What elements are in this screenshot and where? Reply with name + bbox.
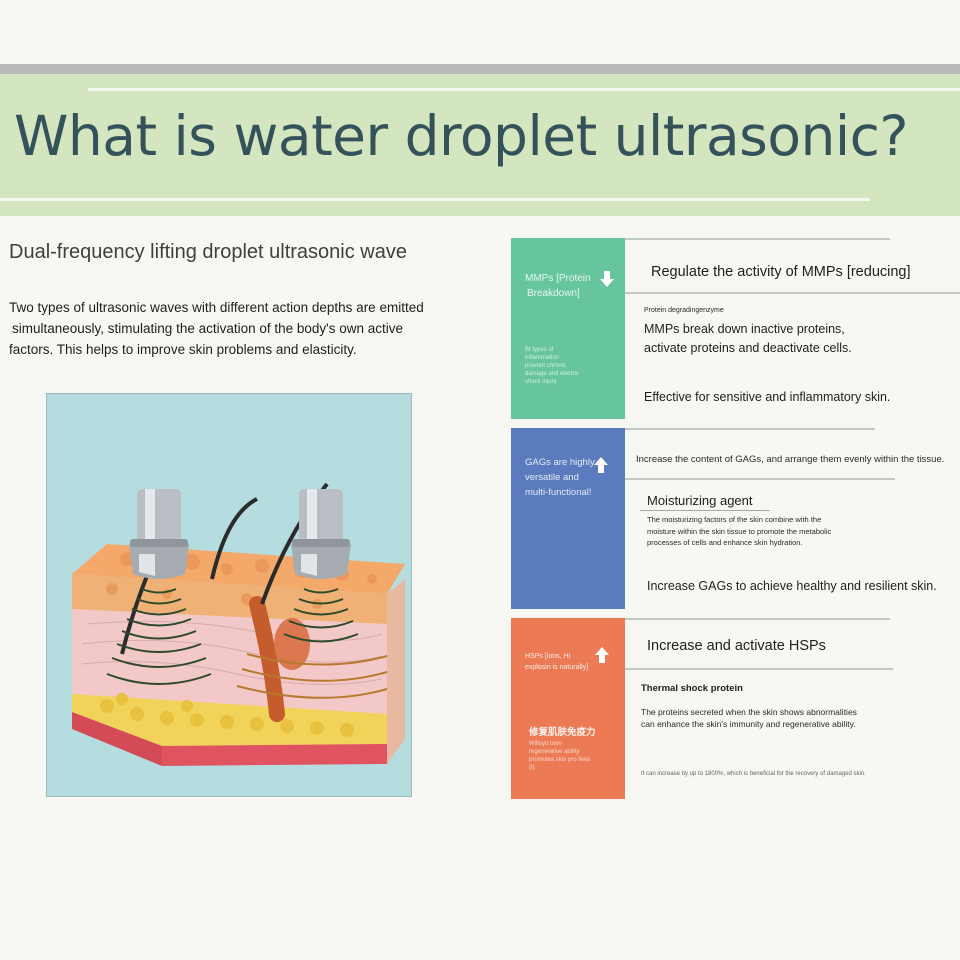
intro-line: Two types of ultrasonic waves with diffe… <box>9 300 424 315</box>
divider <box>625 292 960 294</box>
arrow-up-icon <box>594 457 608 473</box>
hsps-body: The proteins secreted when the skin show… <box>641 707 857 729</box>
hsps-subheading: Thermal shock protein <box>641 683 743 694</box>
skin-diagram <box>72 482 405 766</box>
divider <box>625 428 875 430</box>
mmps-panel: MMPs [Protein Breakdown] Bt types of inf… <box>511 238 625 419</box>
gags-panel: GAGs are highly versatile and multi-func… <box>511 428 625 609</box>
panel-label: GAGs are highly versatile and multi-func… <box>525 457 595 498</box>
divider <box>625 238 890 240</box>
hsps-footer: It can increase by up to 1800%, which is… <box>641 771 866 777</box>
panel-label: HSPs [ions, Hi explosin is naturally] <box>525 653 589 671</box>
mmps-footer: Effective for sensitive and inflammatory… <box>644 390 891 404</box>
banner-line-top <box>88 88 960 91</box>
divider <box>625 478 895 480</box>
arrow-up-icon <box>595 647 609 663</box>
mmps-heading: Regulate the activity of MMPs [reducing] <box>651 264 911 280</box>
panel-cjk-label: 修复肌肤免疫力 <box>529 727 596 738</box>
skin-ultrasound-illustration <box>46 393 412 797</box>
panel-label: MMPs [Protein Breakdown] <box>525 273 591 299</box>
gags-footer: Increase GAGs to achieve healthy and res… <box>647 579 937 593</box>
underline <box>640 510 770 511</box>
mmps-body: MMPs break down inactive proteins, activ… <box>644 322 852 355</box>
intro-paragraph: Two types of ultrasonic waves with diffe… <box>9 297 489 360</box>
hsps-panel: HSPs [ions, Hi explosin is naturally] 修复… <box>511 618 625 799</box>
section-subtitle: Dual-frequency lifting droplet ultrasoni… <box>9 241 407 263</box>
panel-note: Willoyo toon regenerative ability promot… <box>529 741 591 771</box>
gags-body: The moisturizing factors of the skin com… <box>647 515 832 547</box>
page-title: What is water droplet ultrasonic? <box>14 104 909 168</box>
top-divider <box>0 64 960 74</box>
banner-line-bottom <box>0 198 870 201</box>
intro-line: simultaneously, stimulating the activati… <box>12 321 404 336</box>
divider <box>625 618 890 620</box>
hsps-heading: Increase and activate HSPs <box>647 638 826 654</box>
panel-note: Bt types of inflammation prevent chronic… <box>525 347 580 385</box>
title-banner <box>0 74 960 216</box>
intro-line: factors. This helps to improve skin prob… <box>9 342 357 357</box>
divider <box>625 668 893 670</box>
mmps-subheading: Protein degradingenzyme <box>644 307 724 314</box>
arrow-down-icon <box>600 271 614 287</box>
gags-subheading: Moisturizing agent <box>647 493 753 508</box>
gags-heading: Increase the content of GAGs, and arrang… <box>636 454 945 465</box>
